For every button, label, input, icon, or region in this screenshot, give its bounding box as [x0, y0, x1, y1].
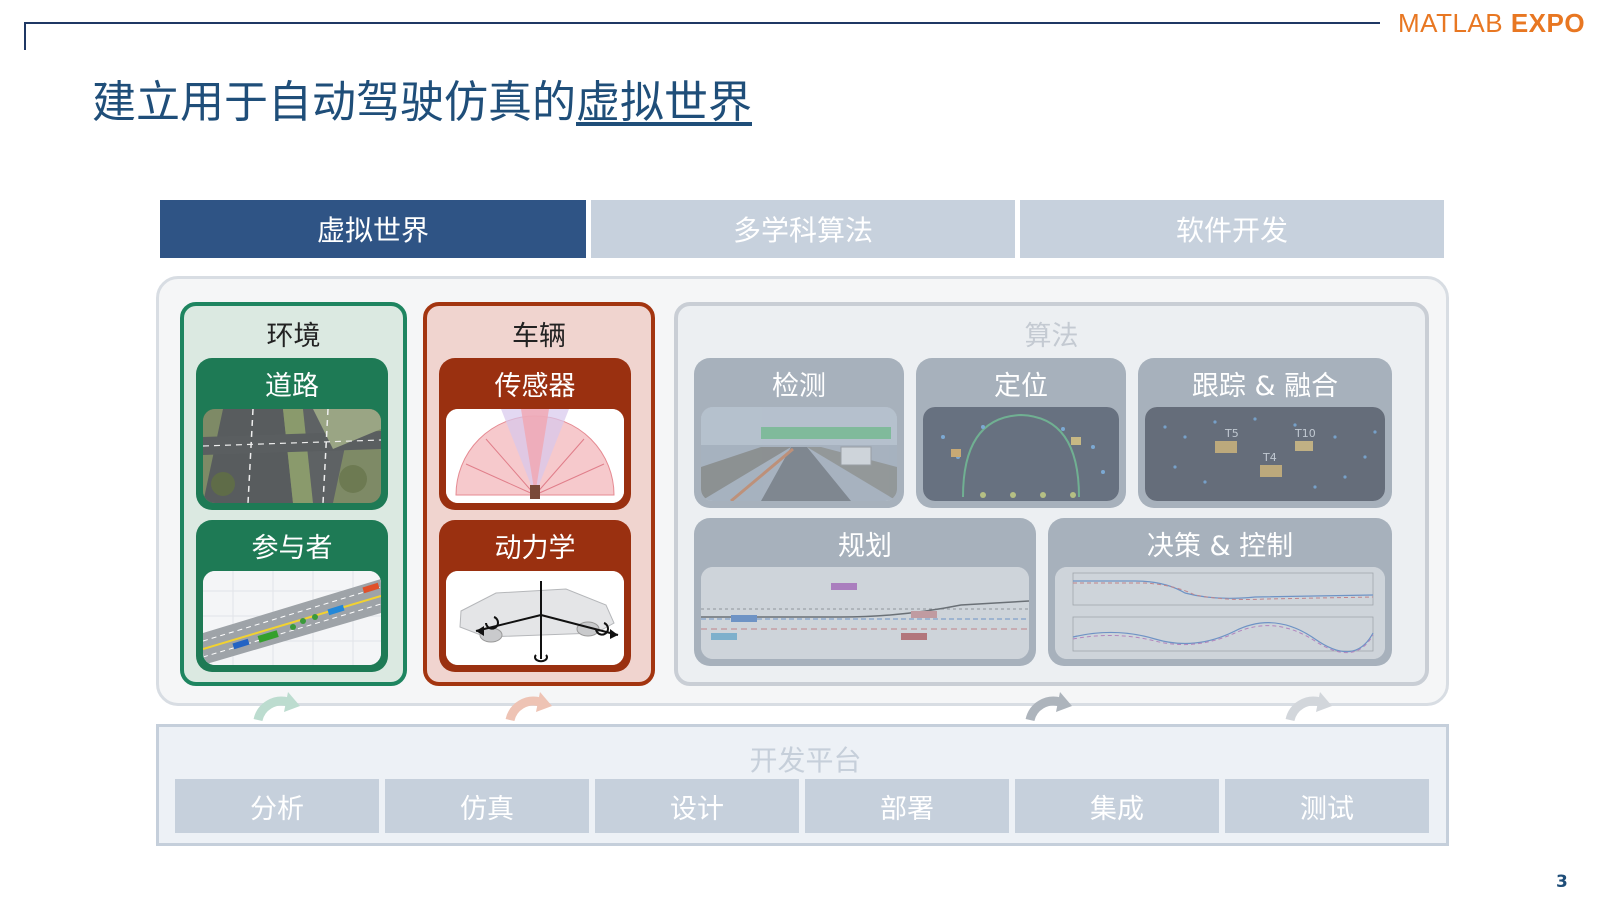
algorithms-title: 算法	[1024, 321, 1079, 352]
dynamics-card[interactable]: 动力学	[439, 520, 631, 672]
road-image	[203, 409, 381, 503]
platform-item-testing[interactable]: 测试	[1225, 779, 1429, 833]
platform-title: 开发平台	[749, 744, 862, 777]
platform-item-analysis[interactable]: 分析	[175, 779, 379, 833]
planning-image	[701, 567, 1029, 659]
track-label-t5: T5	[1224, 427, 1239, 440]
page-title-underlined: 虚拟世界	[576, 77, 752, 128]
tracking-fusion-label: 跟踪 & 融合	[1191, 370, 1339, 402]
actors-label: 参与者	[251, 532, 333, 564]
detection-card[interactable]: 检测	[694, 358, 904, 508]
left-rule	[24, 22, 26, 50]
track-label-t10: T10	[1294, 427, 1316, 440]
localization-card[interactable]: 定位	[916, 358, 1126, 508]
dynamics-image	[446, 571, 624, 665]
decision-control-label: 决策 & 控制	[1146, 530, 1294, 562]
road-card[interactable]: 道路	[196, 358, 388, 510]
tab-software-development[interactable]: 软件开发	[1020, 200, 1444, 258]
planning-card[interactable]: 规划	[694, 518, 1036, 666]
sensors-image	[446, 409, 624, 503]
planning-label: 规划	[838, 530, 892, 562]
tab-virtual-world[interactable]: 虚拟世界	[160, 200, 586, 258]
localization-image	[923, 407, 1119, 501]
vehicle-title: 车辆	[512, 321, 566, 352]
platform-item-deployment[interactable]: 部署	[805, 779, 1009, 833]
top-rule	[24, 22, 1380, 24]
localization-label: 定位	[994, 370, 1048, 402]
track-label-t4: T4	[1262, 451, 1277, 464]
decision-control-image	[1055, 567, 1385, 659]
platform-item-design[interactable]: 设计	[595, 779, 799, 833]
matlab-expo-logo: MATLAB EXPO	[1398, 8, 1586, 38]
development-platform: 开发平台 分析 仿真 设计 部署 集成 测试	[156, 724, 1449, 846]
tab-multidisciplinary-algorithms[interactable]: 多学科算法	[591, 200, 1015, 258]
tracking-fusion-card[interactable]: 跟踪 & 融合 T5 T10 T4	[1138, 358, 1392, 508]
environment-title: 环境	[266, 321, 321, 352]
dynamics-label: 动力学	[494, 532, 576, 564]
detection-label: 检测	[772, 370, 826, 402]
page-number: 3	[1556, 872, 1568, 892]
page-title: 建立用于自动驾驶仿真的虚拟世界	[92, 77, 752, 128]
platform-item-integration[interactable]: 集成	[1015, 779, 1219, 833]
sensors-label: 传感器	[494, 370, 576, 402]
sensors-card[interactable]: 传感器	[439, 358, 631, 510]
platform-item-simulation[interactable]: 仿真	[385, 779, 589, 833]
actors-image	[203, 571, 381, 665]
vehicle-group: 车辆 传感器 动力学	[423, 302, 655, 686]
tracking-fusion-image: T5 T10 T4	[1145, 407, 1385, 501]
algorithms-group: 算法 检测 定位	[674, 302, 1429, 686]
detection-image	[701, 407, 897, 501]
actors-card[interactable]: 参与者	[196, 520, 388, 672]
decision-control-card[interactable]: 决策 & 控制	[1048, 518, 1392, 666]
road-label: 道路	[265, 370, 319, 402]
environment-group: 环境 道路 参与者	[180, 302, 407, 686]
